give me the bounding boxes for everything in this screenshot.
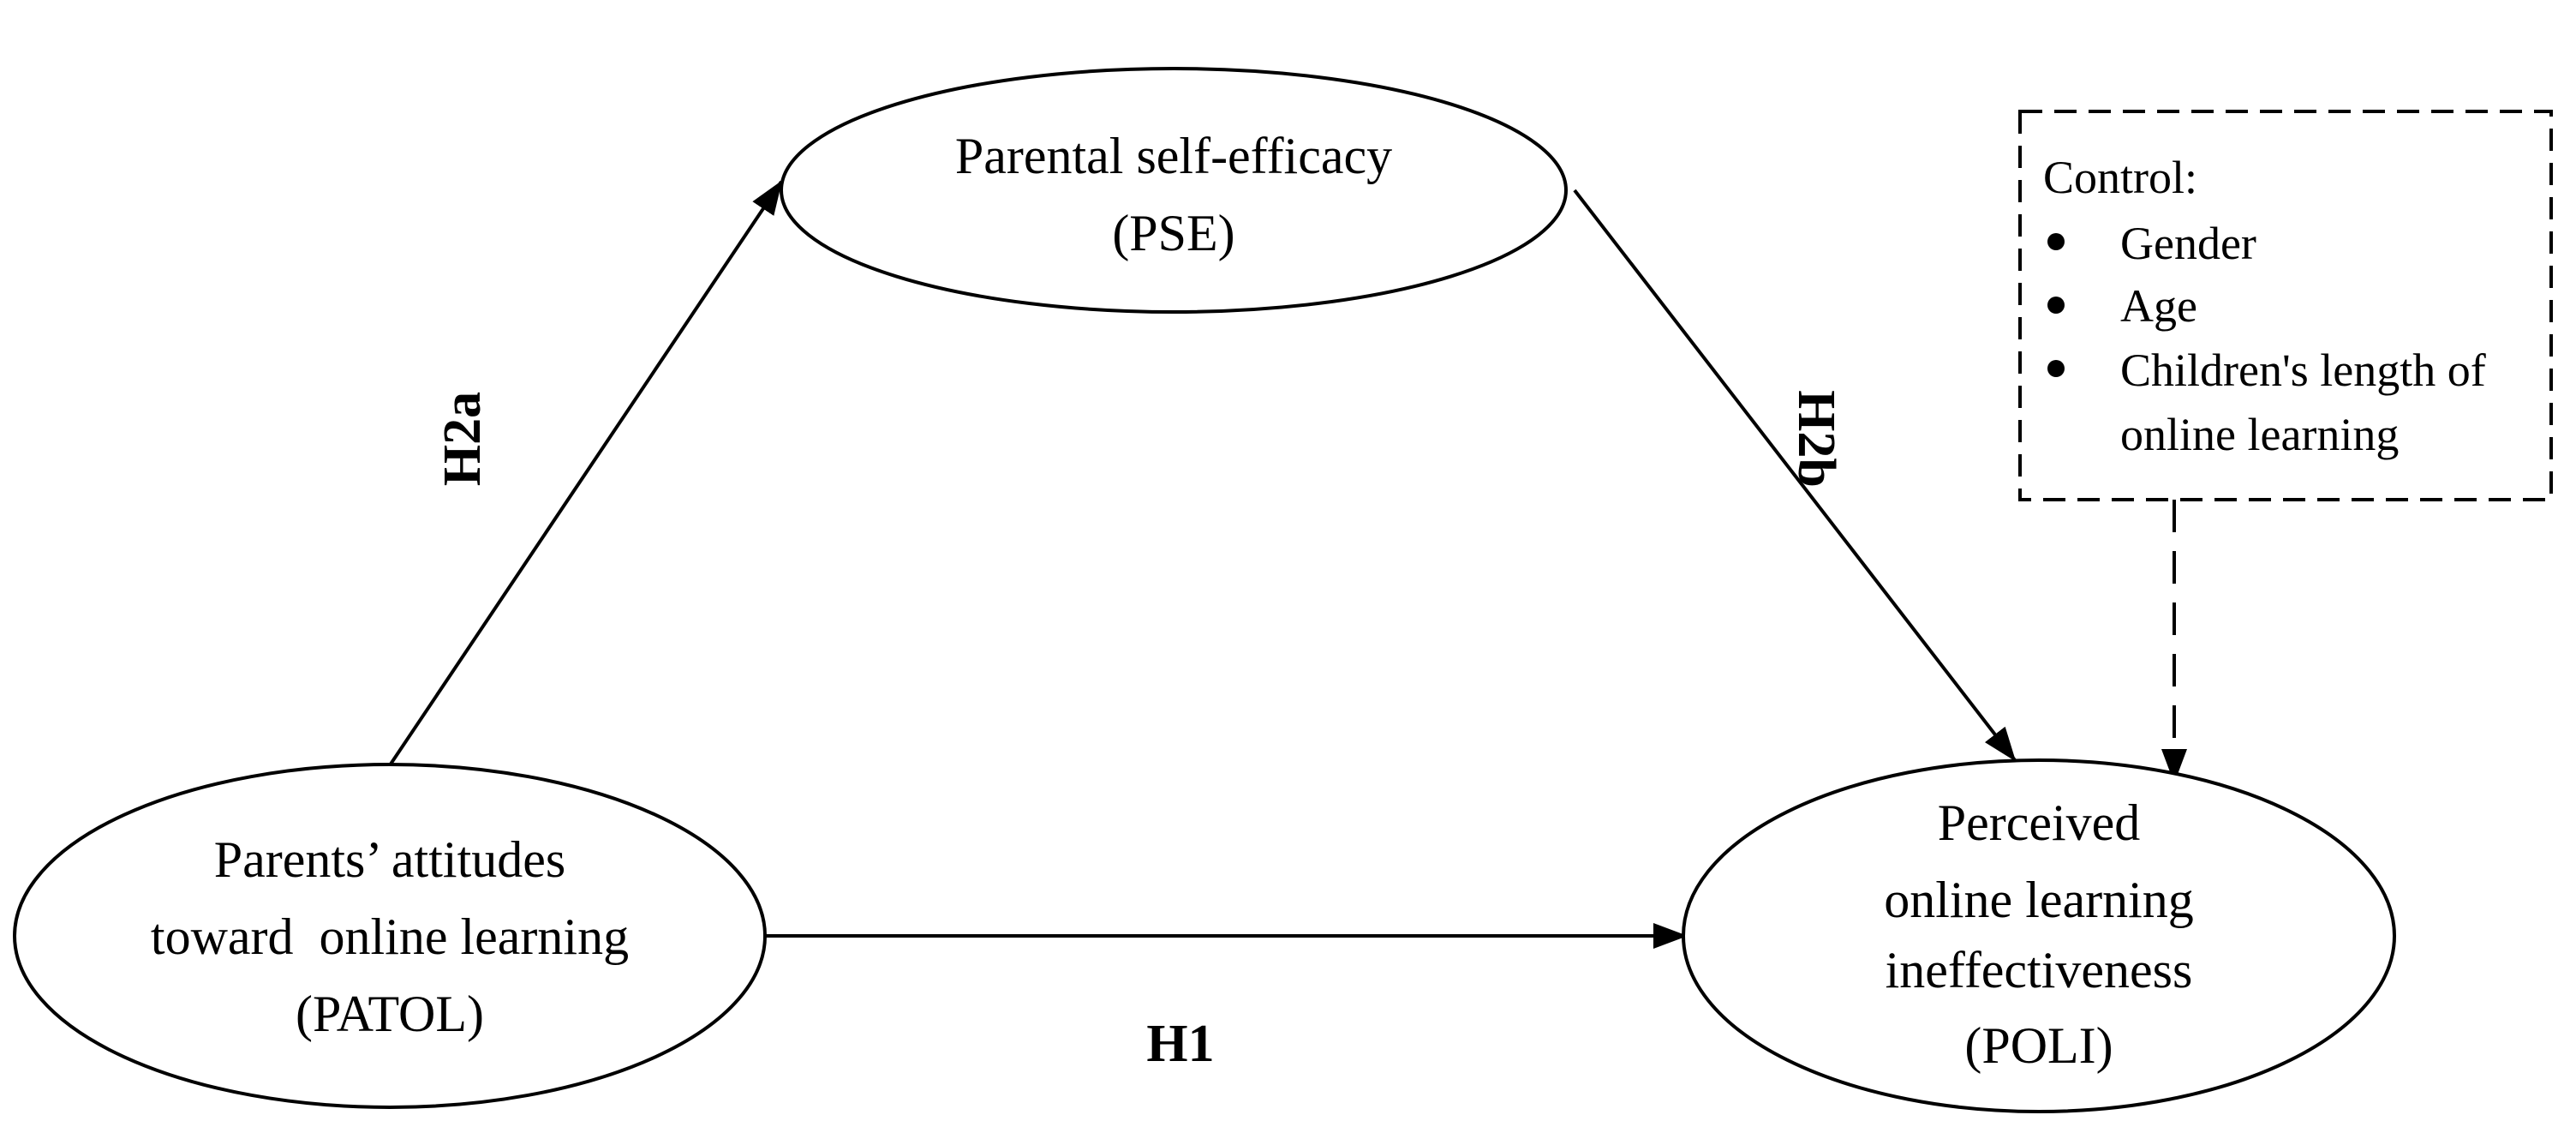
poli-node xyxy=(1682,758,2396,1113)
control-box xyxy=(2018,110,2553,501)
poli-label-line1: Perceived xyxy=(1938,794,2141,851)
control-bullet xyxy=(2047,360,2065,377)
control-item-length-cont: online learning xyxy=(2120,409,2399,460)
patol-label-line1: Parents’ attitudes xyxy=(214,831,565,888)
control-item-length: Children's length of xyxy=(2120,345,2486,396)
pse-label-line1: Parental self-efficacy xyxy=(955,128,1392,184)
h2b-label: H2b xyxy=(1787,390,1845,488)
control-item-age: Age xyxy=(2120,280,2197,332)
h2a-label: H2a xyxy=(433,392,492,486)
pse-label-line2: (PSE) xyxy=(1112,205,1234,261)
control-title: Control: xyxy=(2043,152,2197,203)
control-item-gender: Gender xyxy=(2120,218,2256,269)
patol-label-line2: toward online learning xyxy=(151,908,629,965)
poli-label-line4: (POLI) xyxy=(1964,1017,2113,1074)
pse-node xyxy=(780,67,1568,314)
poli-label-line2: online learning xyxy=(1884,872,2194,928)
h2a-arrow xyxy=(388,180,783,767)
h2b-arrow xyxy=(1573,189,2017,762)
patol-label-line3: (PATOL) xyxy=(296,986,484,1042)
control-bullet xyxy=(2047,233,2065,250)
poli-label-line3: ineffectiveness xyxy=(1886,942,2193,998)
h1-label: H1 xyxy=(1146,1015,1214,1073)
control-bullet xyxy=(2047,297,2065,314)
patol-node xyxy=(13,763,767,1109)
